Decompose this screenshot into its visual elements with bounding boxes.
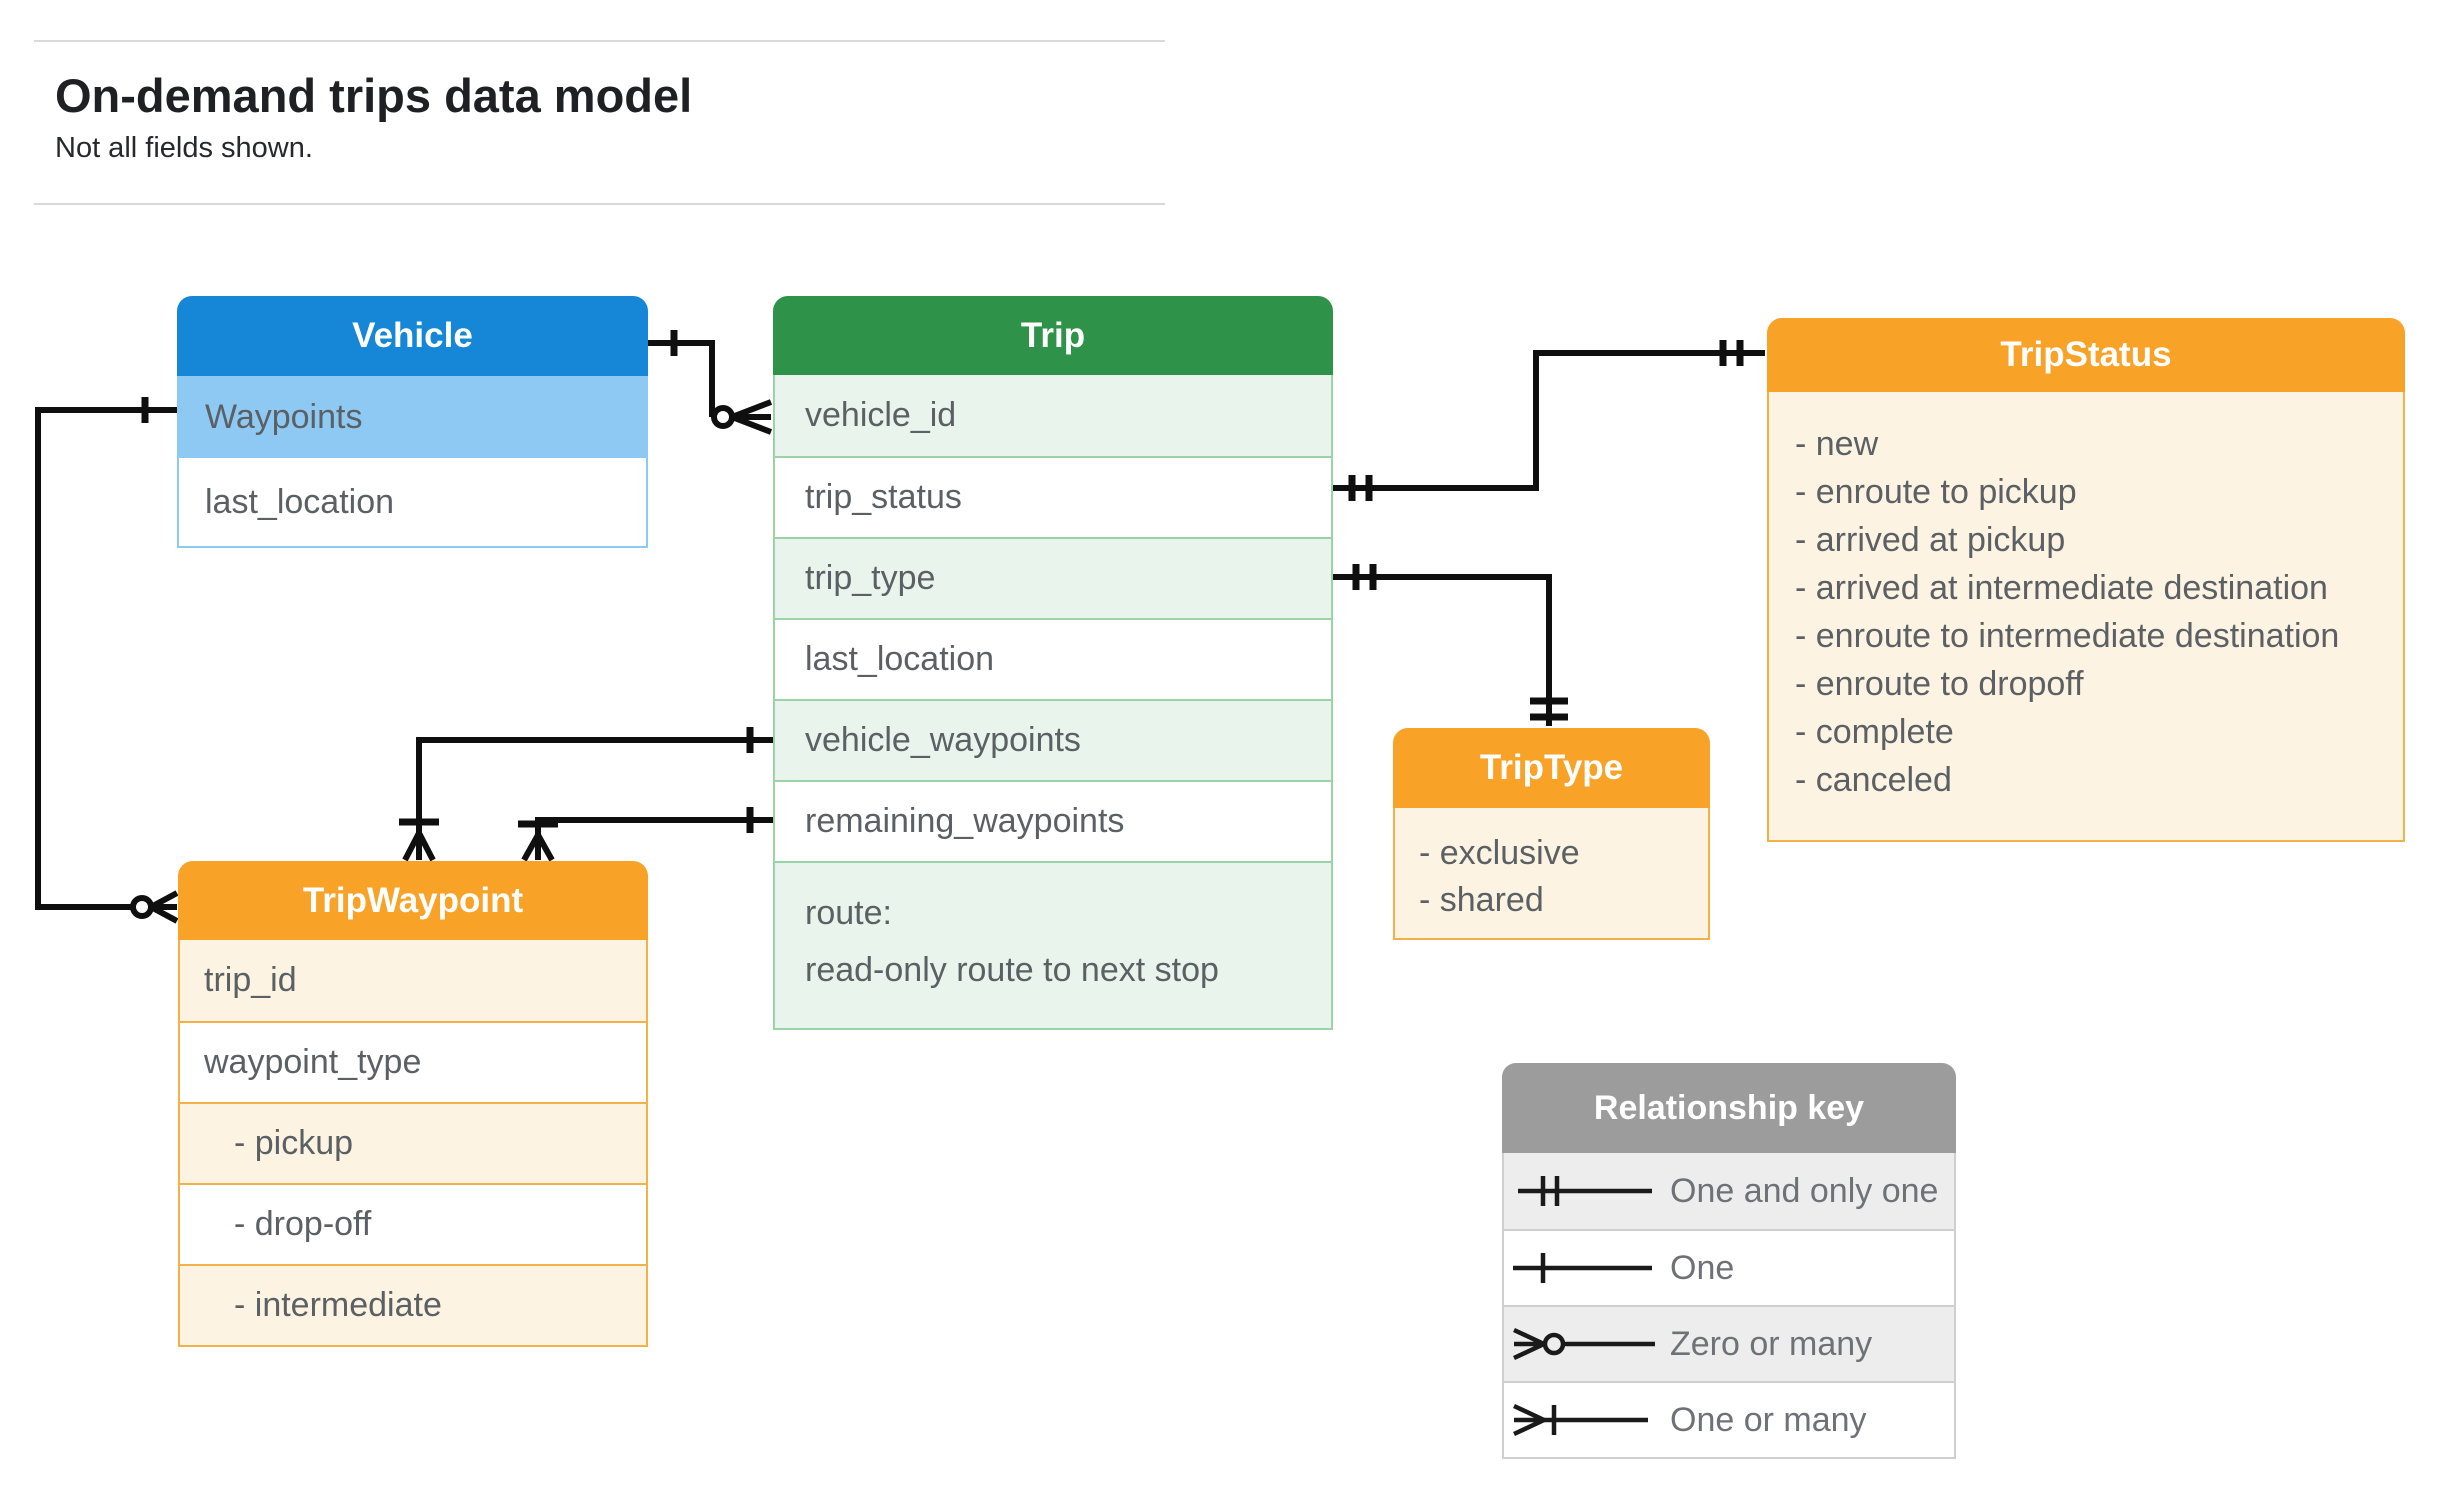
page-title: On-demand trips data model <box>55 69 693 122</box>
entity-trip: Trip vehicle_id trip_status trip_type la… <box>773 296 1333 1030</box>
relationship-key: Relationship key One and only one <box>1502 1063 1956 1459</box>
connector-vehiclewaypoints-to-tripwaypoint <box>399 727 773 862</box>
zero-or-many-icon <box>1504 1318 1670 1370</box>
trip-field-last-location: last_location <box>775 618 1331 699</box>
one-and-only-one-tick <box>1719 340 1744 366</box>
vehicle-header: Vehicle <box>177 296 648 376</box>
zero-circle <box>711 405 735 429</box>
tripstatus-item-arrived-at-pickup: - arrived at pickup <box>1795 521 2066 559</box>
tripstatus-item-new: - new <box>1795 425 1879 463</box>
page-subtitle: Not all fields shown. <box>55 132 313 164</box>
bottom-divider <box>34 203 1165 205</box>
crow-foot <box>730 399 773 435</box>
trip-field-route: route: read-only route to next stop <box>775 861 1331 1028</box>
route-description: read-only route to next stop <box>805 951 1219 989</box>
trip-field-vehicle-id: vehicle_id <box>775 375 1331 456</box>
legend-label: One and only one <box>1670 1171 1939 1210</box>
entity-vehicle: Vehicle Waypoints last_location <box>177 296 648 548</box>
one-or-many-icon <box>1504 1394 1670 1446</box>
legend-row-one-or-many: One or many <box>1504 1381 1954 1457</box>
tripwaypoint-header: TripWaypoint <box>178 861 648 940</box>
trip-field-remaining-waypoints: remaining_waypoints <box>775 780 1331 861</box>
top-divider <box>34 40 1165 42</box>
trip-field-vehicle-waypoints: vehicle_waypoints <box>775 699 1331 780</box>
one-and-only-one-tick <box>1352 564 1377 590</box>
vehicle-field-waypoints: Waypoints <box>177 376 648 458</box>
one-and-only-one-icon <box>1504 1165 1670 1217</box>
tripstatus-item-canceled: - canceled <box>1795 761 1952 799</box>
triptype-item-shared: - shared <box>1419 881 1544 919</box>
crow-foot <box>521 833 555 862</box>
entity-tripwaypoint: TripWaypoint trip_id waypoint_type - pic… <box>178 861 648 1347</box>
tripstatus-item-complete: - complete <box>1795 713 1954 751</box>
crow-foot <box>402 831 436 862</box>
crow-foot <box>149 890 179 924</box>
legend-row-one: One <box>1504 1229 1954 1305</box>
one-and-only-one-tick <box>1530 697 1568 721</box>
tripstatus-item-enroute-to-dropoff: - enroute to dropoff <box>1795 665 2084 703</box>
tripwaypoint-item-pickup: - pickup <box>180 1102 646 1183</box>
legend-label: One or many <box>1670 1400 1867 1439</box>
trip-field-trip-status: trip_status <box>775 456 1331 537</box>
tripwaypoint-field-waypoint-type: waypoint_type <box>180 1021 646 1102</box>
trip-field-trip-type: trip_type <box>775 537 1331 618</box>
zero-circle <box>130 895 154 919</box>
entity-triptype: TripType - exclusive - shared <box>1393 728 1710 940</box>
connector-vehicle-to-trip <box>648 330 773 435</box>
one-icon <box>1504 1242 1670 1294</box>
tripwaypoint-item-intermediate: - intermediate <box>180 1264 646 1345</box>
triptype-item-exclusive: - exclusive <box>1419 834 1580 872</box>
tripstatus-item-arrived-at-intermediate-destination: - arrived at intermediate destination <box>1795 569 2328 607</box>
legend-label: One <box>1670 1248 1735 1287</box>
tripstatus-header: TripStatus <box>1767 318 2405 392</box>
relationship-key-header: Relationship key <box>1502 1063 1956 1153</box>
one-and-only-one-tick <box>1348 475 1373 501</box>
tripstatus-item-enroute-to-pickup: - enroute to pickup <box>1795 473 2077 511</box>
connector-trip-to-tripstatus <box>1333 340 1765 501</box>
legend-row-zero-or-many: Zero or many <box>1504 1305 1954 1381</box>
tripstatus-item-enroute-to-intermediate-destination: - enroute to intermediate destination <box>1795 617 2340 655</box>
vehicle-field-last-location: last_location <box>177 458 648 548</box>
legend-row-one-and-only-one: One and only one <box>1504 1153 1954 1229</box>
entity-tripstatus: TripStatus - new - enroute to pickup - a… <box>1767 318 2405 842</box>
legend-label: Zero or many <box>1670 1324 1873 1363</box>
connector-trip-to-triptype <box>1333 564 1568 726</box>
tripwaypoint-item-drop-off: - drop-off <box>180 1183 646 1264</box>
triptype-header: TripType <box>1393 728 1710 808</box>
connector-remainingwaypoints-to-tripwaypoint <box>518 807 773 862</box>
trip-header: Trip <box>773 296 1333 375</box>
tripwaypoint-field-trip-id: trip_id <box>180 940 646 1021</box>
route-label: route: <box>805 894 892 932</box>
connector-vehicle-to-tripwaypoint <box>35 397 179 924</box>
